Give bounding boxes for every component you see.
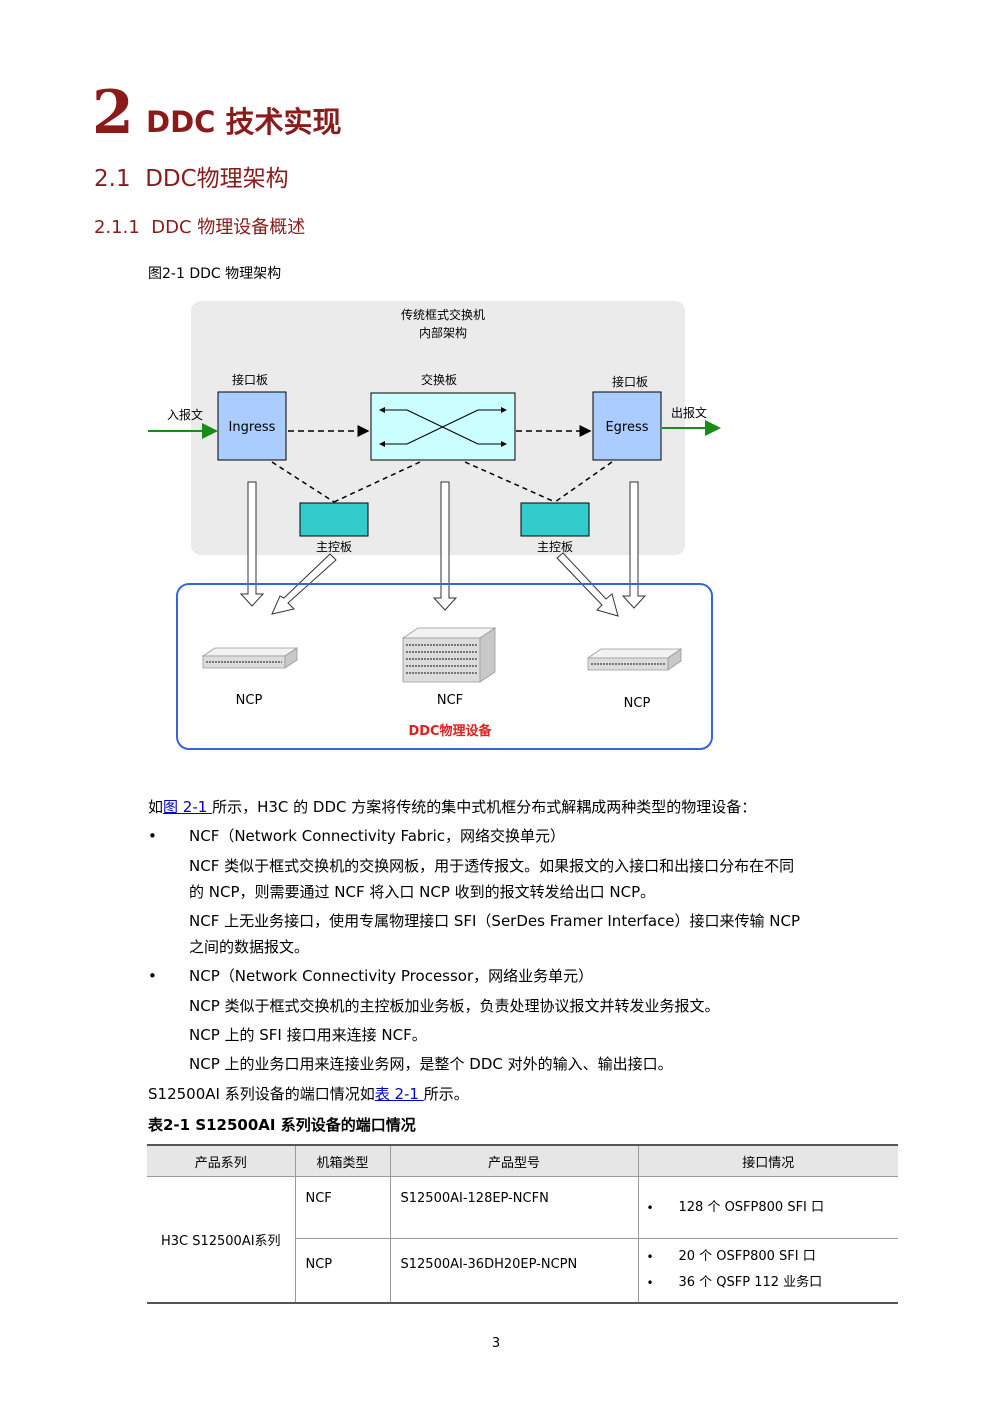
section-number: 2.1	[94, 166, 131, 192]
out-packet-label: 出报文	[671, 405, 707, 420]
ddc-group-label: DDC物理设备	[408, 723, 492, 739]
cell-model-text: S12500AI-36DH20EP-NCPN	[400, 1257, 578, 1272]
cell-series: H3C S12500AI系列	[147, 1176, 295, 1304]
cell-model-text: S12500AI-128EP-NCFN	[400, 1191, 549, 1206]
egress-box	[592, 391, 662, 461]
item-ncf-title: NCF（Network Connectivity Fabric，网络交换单元）	[189, 827, 566, 845]
port-item: • 128 个 OSFP800 SFI 口	[639, 1195, 899, 1221]
cell-model: S12500AI-36DH20EP-NCPN	[389, 1238, 638, 1304]
chassis-title-line2: 内部架构	[419, 325, 467, 340]
cell-ports: • 20 个 OSFP800 SFI 口 • 36 个 QSFP 112 业务口	[637, 1238, 899, 1304]
in-packet-label: 入报文	[167, 407, 203, 422]
figure-caption: 图2-1 DDC 物理架构	[148, 266, 282, 282]
header-chassis-type: 机箱类型	[294, 1144, 390, 1177]
item-ncf-line: NCF 上无业务接口，使用专属物理接口 SFI（SerDes Framer In…	[189, 912, 801, 930]
page-number: 3	[491, 1336, 501, 1351]
item-ncp-line: NCP 类似于框式交换机的主控板加业务板，负责处理协议报文并转发业务报文。	[189, 997, 720, 1015]
table-caption: 表2-1 S12500AI 系列设备的端口情况	[148, 1116, 416, 1134]
item-ncp-title: NCP（Network Connectivity Processor，网络业务单…	[189, 967, 594, 985]
hollow-arrow-center	[432, 481, 458, 611]
cell-type: NCF	[294, 1176, 390, 1239]
bullet-icon: •	[646, 1250, 654, 1264]
egress-label: Egress	[605, 420, 648, 435]
ddc-group-box	[176, 583, 713, 750]
subsection-title: DDC 物理设备概述	[151, 217, 306, 238]
item-ncp-line: NCP 上的业务口用来连接业务网，是整个 DDC 对外的输入、输出接口。	[189, 1055, 673, 1073]
section-heading: 2.1 DDC物理架构	[94, 162, 289, 196]
cell-type-text: NCP	[305, 1257, 333, 1272]
hollow-arrow-left	[239, 481, 265, 607]
table-row: H3C S12500AI系列 NCF S12500AI-128EP-NCFN •…	[147, 1176, 899, 1304]
ddc-architecture-figure: 传统框式交换机 内部架构 接口板 交换板 接口板 Ingress Egress …	[148, 301, 721, 750]
ncf-device	[401, 627, 497, 683]
hollow-arrow-right	[621, 481, 647, 609]
port-item: • 36 个 QSFP 112 业务口	[639, 1270, 899, 1296]
chapter-title: DDC 技术实现	[146, 105, 342, 139]
ingress-label: Ingress	[229, 420, 276, 435]
item-ncf-line: 之间的数据报文。	[189, 938, 310, 956]
section-title: DDC物理架构	[145, 166, 289, 192]
bullet-icon: •	[646, 1200, 654, 1215]
intro-paragraph: 如图 2-1 所示，H3C 的 DDC 方案将传统的集中式机框分布式解耦成两种类…	[148, 796, 756, 818]
fabric-board-label: 交换板	[421, 372, 457, 387]
bullet-icon: •	[148, 967, 157, 985]
table-link[interactable]: 表 2-1	[374, 1085, 424, 1103]
ncp-right-device	[586, 648, 683, 671]
ncp-left-device	[201, 647, 299, 669]
bullet-icon: •	[148, 827, 157, 845]
table-header-row: 产品系列 机箱类型 产品型号 接口情况	[147, 1144, 898, 1177]
chapter-number: 2	[92, 78, 134, 148]
header-ports: 接口情况	[637, 1144, 898, 1177]
mpu-right-box	[520, 502, 590, 537]
subsection-number: 2.1.1	[94, 217, 140, 238]
mpu-right-label: 主控板	[537, 540, 573, 554]
table-intro: S12500AI 系列设备的端口情况如表 2-1 所示。	[148, 1083, 469, 1105]
item-ncf-line: 的 NCP，则需要通过 NCF 将入口 NCP 收到的报文转发给出口 NCP。	[189, 883, 656, 901]
header-series: 产品系列	[147, 1144, 295, 1177]
cell-ports: • 128 个 OSFP800 SFI 口	[637, 1176, 899, 1239]
bullet-icon: •	[646, 1276, 654, 1290]
mpu-left-box	[299, 502, 369, 537]
ncp-left-label: NCP	[236, 693, 263, 708]
chassis-title-line1: 传统框式交换机	[401, 307, 485, 322]
ingress-board-label: 接口板	[232, 372, 268, 387]
cell-model: S12500AI-128EP-NCFN	[389, 1176, 638, 1239]
port-table: 产品系列 机箱类型 产品型号 接口情况 H3C S12500AI系列 NCF S…	[147, 1144, 898, 1304]
cell-type: NCP	[294, 1238, 390, 1304]
table-row: NCP S12500AI-36DH20EP-NCPN • 20 个 OSFP800…	[147, 1238, 899, 1304]
table-intro-suffix: 所示。	[423, 1085, 469, 1103]
port-text: 36 个 QSFP 112 业务口	[678, 1275, 823, 1290]
header-model: 产品型号	[389, 1144, 638, 1177]
figure-link[interactable]: 图 2-1	[163, 798, 213, 816]
intro-prefix: 如	[148, 798, 164, 816]
item-ncp-line: NCP 上的 SFI 接口用来连接 NCF。	[189, 1026, 427, 1044]
port-text: 20 个 OSFP800 SFI 口	[678, 1249, 816, 1264]
egress-board-label: 接口板	[612, 374, 648, 389]
ncp-right-label: NCP	[624, 696, 651, 711]
port-item: • 20 个 OSFP800 SFI 口	[639, 1244, 899, 1270]
cell-type-text: NCF	[305, 1191, 332, 1206]
ingress-box	[217, 391, 287, 461]
intro-suffix: 所示，H3C 的 DDC 方案将传统的集中式机框分布式解耦成两种类型的物理设备：	[212, 798, 757, 816]
mpu-left-label: 主控板	[316, 540, 352, 554]
port-text: 128 个 OSFP800 SFI 口	[678, 1199, 825, 1215]
item-ncf-line: NCF 类似于框式交换机的交换网板，用于透传报文。如果报文的入接口和出接口分布在…	[189, 857, 795, 875]
table-intro-prefix: S12500AI 系列设备的端口情况如	[148, 1085, 375, 1103]
subsection-heading: 2.1.1 DDC 物理设备概述	[94, 214, 305, 242]
ncf-label: NCF	[437, 693, 463, 708]
